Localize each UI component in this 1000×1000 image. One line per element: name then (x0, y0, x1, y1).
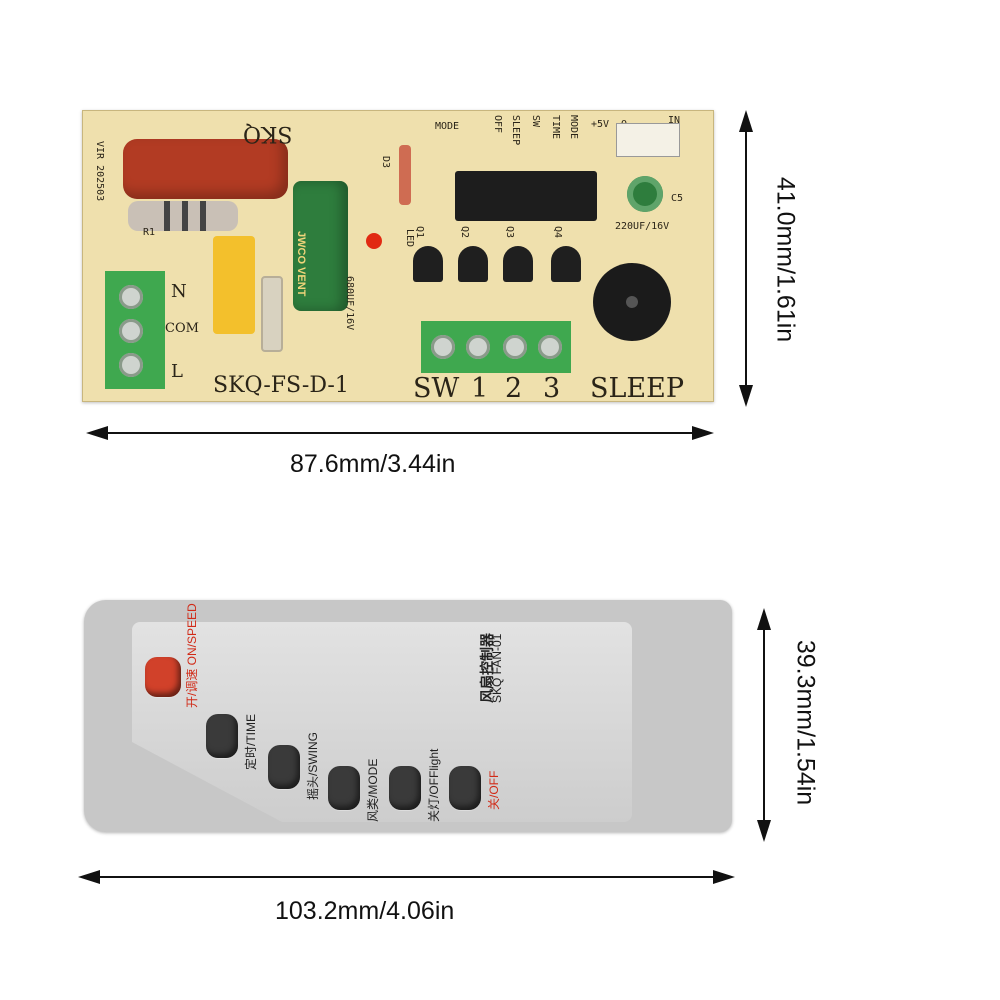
terminal-n-silk: N (171, 281, 187, 302)
screw-sw (431, 335, 455, 359)
remote-height-label: 39.3mm/1.54in (791, 639, 820, 806)
time-label: 定时/TIME (244, 714, 258, 770)
in-silk: IN (668, 115, 681, 126)
electrolytic-capacitor: JWCO VENT (293, 181, 348, 311)
pcb-height-label: 41.0mm/1.61in (771, 176, 800, 343)
mode-silk: MODE (435, 121, 460, 132)
wire-connector (616, 123, 680, 157)
terminal-l-silk: L (171, 361, 183, 382)
led-indicator (366, 233, 382, 249)
screw-l (119, 353, 143, 377)
sleep-silk: SLEEP (590, 373, 685, 404)
brand-silk: SKQ (243, 121, 293, 146)
ic-chip (455, 171, 597, 221)
sw-silk: SW (413, 373, 460, 404)
model-silk: SKQ-FS-D-1 (213, 373, 349, 398)
on-speed-label: 开/调速 ON/SPEED (185, 603, 199, 708)
mode-button[interactable] (328, 766, 360, 810)
pcb-board: R1 VIR 202503 SKQ JWCO VENT 680UF/16V D3… (82, 110, 714, 404)
remote-width-line (95, 876, 715, 878)
arrow-left-icon (78, 870, 100, 884)
arrow-left-icon (86, 426, 108, 440)
screw-1 (466, 335, 490, 359)
remote-control: 风扇控制器 SKQ FAN-01 开/调速 ON/SPEED 定时/TIME 摇… (84, 600, 732, 832)
elcap-brand-text: JWCO VENT (295, 231, 307, 297)
buzzer (593, 263, 671, 341)
header-off-silk: OFF (492, 115, 503, 134)
resistor-r1 (128, 201, 238, 231)
transistor-q2 (458, 246, 488, 282)
remote-title-model: SKQ FAN-01 (490, 633, 504, 703)
pcb-width-label: 87.6mm/3.44in (290, 450, 456, 478)
screw-com (119, 319, 143, 343)
sw2-silk: 2 (505, 373, 523, 404)
swing-button[interactable] (268, 745, 300, 789)
swing-label: 摇头/SWING (306, 732, 320, 800)
offlight-button[interactable] (389, 766, 421, 810)
screw-n (119, 285, 143, 309)
header-time-silk: TIME (550, 115, 561, 140)
c5-silk: C5 (671, 193, 684, 204)
off-button[interactable] (449, 766, 481, 810)
terminal-com-silk: COM (165, 321, 199, 336)
arrow-right-icon (692, 426, 714, 440)
time-button[interactable] (206, 714, 238, 758)
capacitor-c5 (627, 176, 663, 212)
transistor-q4 (551, 246, 581, 282)
pcb-width-line (100, 432, 695, 434)
r1-silk: R1 (143, 227, 156, 238)
transistor-q1 (413, 246, 443, 282)
arrow-down-icon (739, 385, 753, 407)
cap220-silk: 220UF/16V (615, 221, 670, 232)
q4-silk: Q4 (552, 226, 563, 239)
power-terminal-block (105, 271, 165, 389)
arrow-up-icon (757, 608, 771, 630)
d3-silk: D3 (380, 156, 391, 169)
header-sw-silk: SW (530, 115, 541, 128)
remote-width-label: 103.2mm/4.06in (275, 897, 455, 925)
pcb-height-line (745, 125, 747, 390)
header-mode-silk: MODE (568, 115, 579, 140)
sw3-silk: 3 (543, 373, 561, 404)
cap680-silk: 680UF/16V (344, 276, 355, 331)
on-speed-button[interactable] (145, 657, 181, 697)
yellow-capacitor (213, 236, 255, 334)
mode-label: 风类/MODE (366, 758, 380, 822)
diode-d3 (399, 145, 411, 205)
arrow-right-icon (713, 870, 735, 884)
screw-3 (538, 335, 562, 359)
arrow-up-icon (739, 110, 753, 132)
remote-height-line (763, 625, 765, 825)
fuse (261, 276, 283, 352)
q3-silk: Q3 (504, 226, 515, 239)
output-terminal-block (421, 321, 571, 373)
off-label: 关/OFF (487, 770, 501, 810)
red-film-capacitor (123, 139, 288, 199)
date-code-silk: VIR 202503 (94, 141, 105, 202)
arrow-down-icon (757, 820, 771, 842)
q1-silk: Q1 (414, 226, 425, 239)
sw1-silk: 1 (471, 373, 489, 404)
transistor-q3 (503, 246, 533, 282)
q2-silk: Q2 (459, 226, 470, 239)
v5-silk: +5V (591, 119, 610, 130)
screw-2 (503, 335, 527, 359)
offlight-label: 关灯/OFFlight (427, 748, 441, 822)
header-sleep-silk: SLEEP (510, 115, 521, 146)
